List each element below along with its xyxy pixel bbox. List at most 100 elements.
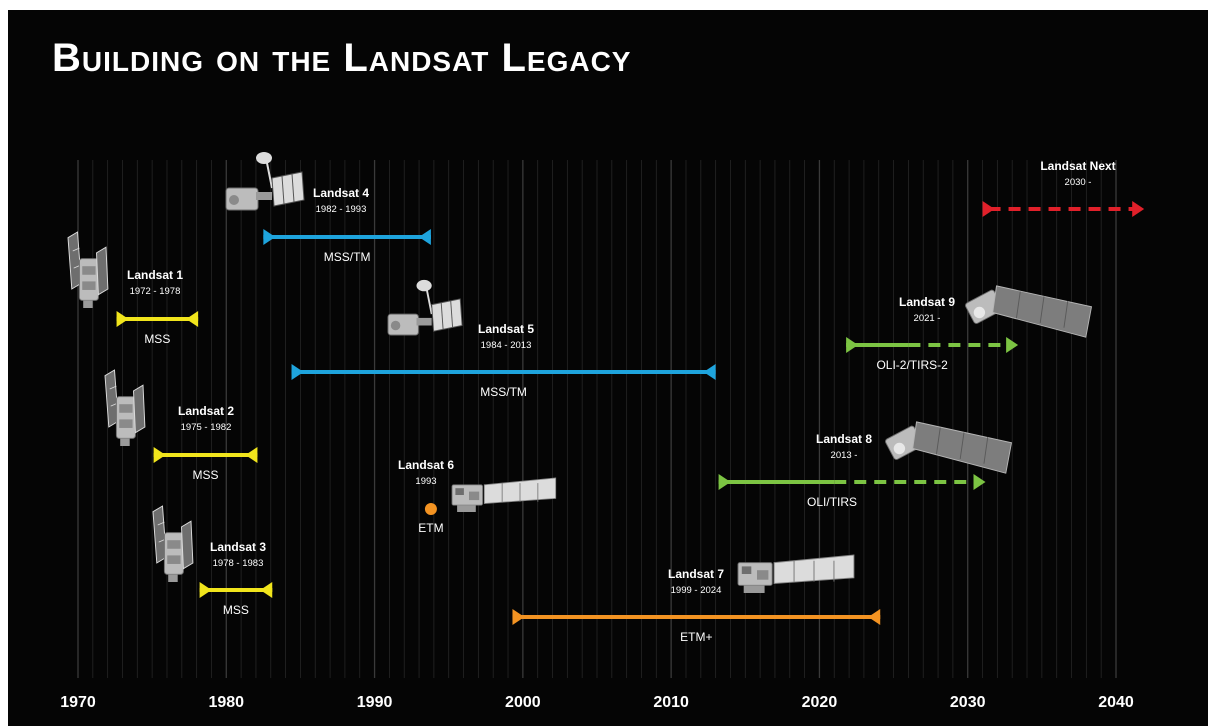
end-marker bbox=[245, 447, 258, 463]
end-arrow bbox=[1132, 201, 1145, 217]
dish-antenna bbox=[416, 279, 432, 292]
year-tick-label: 2030 bbox=[950, 694, 986, 711]
sensor-box bbox=[757, 570, 769, 580]
modern-satellite-icon bbox=[965, 285, 1093, 338]
sensor-box bbox=[82, 281, 96, 290]
mission-dates: 1993 bbox=[415, 476, 436, 487]
panel-seam bbox=[1063, 301, 1069, 328]
sensor-label: MSS bbox=[223, 603, 249, 617]
panel-seam bbox=[959, 432, 965, 460]
sensor-box bbox=[741, 566, 752, 574]
solar-wing bbox=[181, 520, 194, 570]
panel-seam bbox=[1039, 296, 1045, 324]
sensor-box bbox=[455, 488, 464, 495]
sensor-base bbox=[120, 438, 130, 446]
year-tick-label: 2000 bbox=[505, 694, 541, 711]
solar-array bbox=[271, 171, 305, 207]
mission-name: Landsat 9 bbox=[899, 295, 955, 309]
solar-panel-satellite-icon bbox=[451, 477, 557, 512]
start-marker bbox=[199, 582, 212, 598]
year-tick-label: 2020 bbox=[802, 694, 838, 711]
start-marker bbox=[291, 364, 304, 380]
dish-satellite-icon bbox=[225, 152, 305, 211]
mission-name: Landsat 5 bbox=[478, 322, 534, 336]
bus-connector bbox=[256, 192, 272, 200]
early-satellite-icon bbox=[152, 505, 194, 582]
start-marker bbox=[153, 447, 166, 463]
solar-wing bbox=[133, 384, 146, 434]
sensor-box bbox=[119, 419, 133, 428]
mission-dates: 1984 - 2013 bbox=[481, 340, 532, 351]
sensor-base bbox=[743, 585, 765, 593]
end-marker bbox=[186, 311, 199, 327]
year-tick-label: 2040 bbox=[1098, 694, 1134, 711]
sensor-port bbox=[893, 442, 906, 455]
panel-seam bbox=[281, 175, 285, 205]
mission-name: Landsat 8 bbox=[816, 432, 872, 446]
mission-dates: 1978 - 1983 bbox=[213, 558, 264, 569]
sensor-port bbox=[229, 195, 239, 205]
satellite-body bbox=[163, 532, 184, 575]
sensor-label: ETM+ bbox=[680, 630, 712, 644]
end-arrow bbox=[1006, 337, 1019, 353]
sensor-box bbox=[119, 404, 133, 413]
mission-dates: 1999 - 2024 bbox=[671, 585, 722, 596]
satellite-body bbox=[78, 258, 99, 301]
panel-seam bbox=[440, 302, 444, 330]
end-marker bbox=[703, 364, 716, 380]
sensor-label: OLI-2/TIRS-2 bbox=[876, 358, 948, 372]
landsat-9-mission: Landsat 9 2021 - OLI-2/TIRS-2 bbox=[846, 295, 1019, 372]
solar-panel-satellite-icon bbox=[737, 554, 855, 593]
mission-name: Landsat Next bbox=[1040, 159, 1115, 173]
year-gridlines bbox=[77, 160, 1117, 678]
modern-satellite-icon bbox=[885, 421, 1013, 474]
sensor-box bbox=[82, 266, 96, 275]
mission-name: Landsat 4 bbox=[313, 186, 369, 200]
mission-dates: 2013 - bbox=[831, 450, 858, 461]
sensor-label: OLI/TIRS bbox=[807, 495, 857, 509]
panel-seam bbox=[291, 173, 295, 203]
solar-array bbox=[431, 298, 463, 332]
sensor-port bbox=[390, 320, 401, 331]
mission-dates: 1972 - 1978 bbox=[130, 286, 181, 297]
panel-seam bbox=[1015, 291, 1021, 319]
sensor-base bbox=[83, 300, 93, 308]
sensor-box bbox=[167, 540, 181, 549]
panel-seam bbox=[72, 247, 80, 252]
sensor-box bbox=[167, 555, 181, 564]
sensor-base bbox=[457, 505, 476, 512]
sensor-label: ETM bbox=[418, 521, 443, 535]
mission-name: Landsat 6 bbox=[398, 458, 454, 472]
start-marker bbox=[846, 337, 859, 353]
year-tick-label: 1990 bbox=[357, 694, 393, 711]
solar-wing bbox=[96, 246, 109, 296]
year-tick-label: 1980 bbox=[208, 694, 244, 711]
landsat-8-mission: Landsat 8 2013 - OLI/TIRS bbox=[718, 432, 986, 509]
sensor-base bbox=[168, 574, 178, 582]
mission-dates: 2021 - bbox=[914, 313, 941, 324]
dish-antenna bbox=[256, 152, 272, 164]
page-title: Building on the Landsat Legacy bbox=[52, 36, 632, 80]
start-marker bbox=[512, 609, 525, 625]
end-marker bbox=[260, 582, 273, 598]
mission-dates: 2030 - bbox=[1065, 177, 1092, 188]
panel-seam bbox=[157, 521, 165, 526]
sensor-label: MSS bbox=[193, 468, 219, 482]
satellite-body bbox=[115, 396, 136, 439]
mission-name: Landsat 3 bbox=[210, 540, 266, 554]
bus-connector bbox=[416, 317, 432, 326]
panel-seam bbox=[935, 427, 941, 455]
landsat-next-mission: Landsat Next 2030 - bbox=[982, 159, 1145, 217]
end-marker bbox=[868, 609, 881, 625]
mission-name: Landsat 1 bbox=[127, 268, 183, 282]
sensor-port bbox=[973, 306, 986, 319]
panel-seam bbox=[109, 385, 117, 390]
